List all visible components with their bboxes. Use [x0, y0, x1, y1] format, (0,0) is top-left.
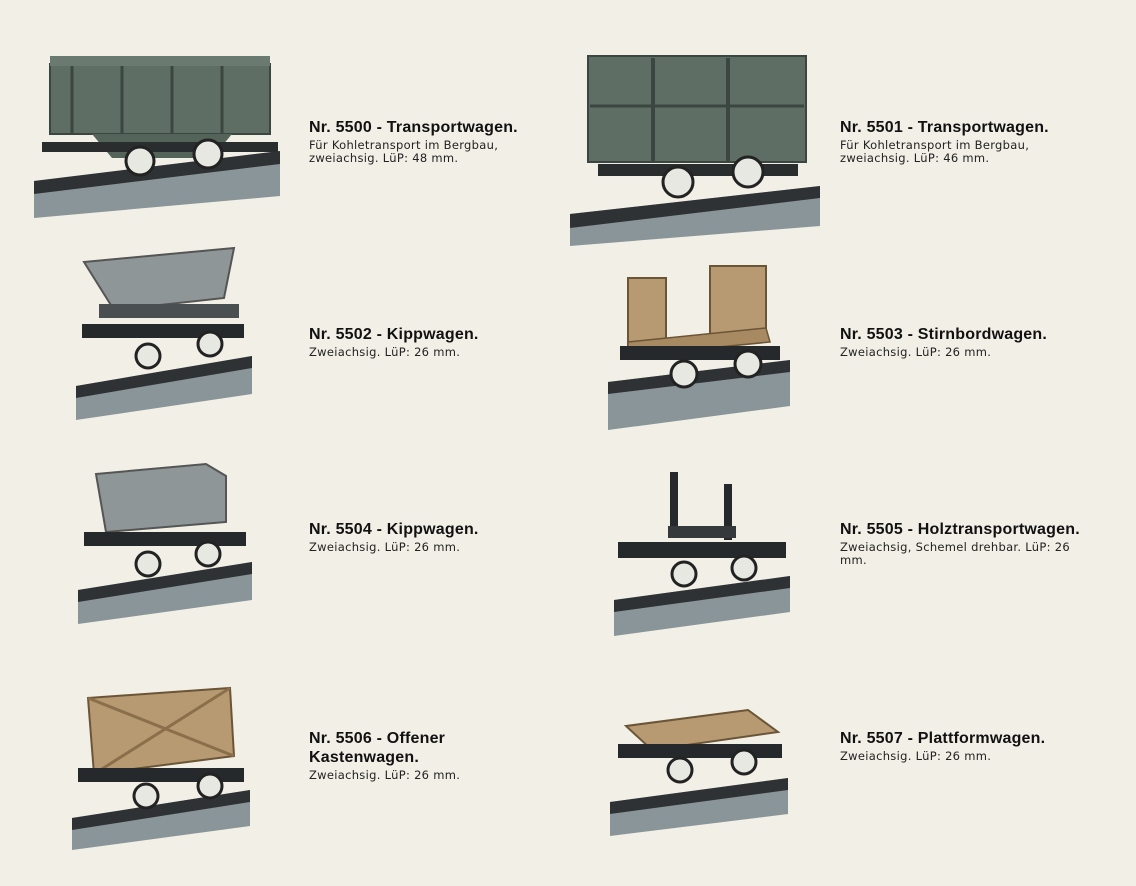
illustration-5507: [608, 706, 790, 836]
item-title: Nr. 5505 - Holztransportwagen.: [840, 521, 1080, 538]
illustration-5506: [70, 686, 252, 850]
item-title: Nr. 5506 - Offener Kastenwagen.: [309, 730, 446, 766]
illustration-5505: [612, 470, 792, 636]
item-description: Zweiachsig. LüP: 26 mm.: [309, 345, 461, 359]
illustration-5500: [32, 46, 284, 218]
item-description: Zweiachsig. LüP: 26 mm.: [840, 345, 992, 359]
item-title: Nr. 5501 - Transportwagen.: [840, 119, 1049, 136]
item-5502-text: Nr. 5502 - Kippwagen. Zweiachsig. LüP: 2…: [309, 325, 554, 359]
item-title: Nr. 5500 - Transportwagen.: [309, 119, 518, 136]
item-5500-text: Nr. 5500 - Transportwagen. Für Kohletran…: [309, 118, 554, 165]
illustration-5502: [74, 244, 254, 420]
item-5503-text: Nr. 5503 - Stirnbordwagen. Zweiachsig. L…: [840, 325, 1085, 359]
item-title: Nr. 5504 - Kippwagen.: [309, 521, 479, 538]
item-description: Für Kohletransport im Bergbau, zweiachsi…: [840, 138, 1030, 165]
item-description: Zweiachsig. LüP: 26 mm.: [309, 768, 461, 782]
item-description: Zweiachsig, Schemel drehbar. LüP: 26 mm.: [840, 540, 1070, 567]
illustration-5501: [568, 46, 824, 246]
item-5506-text: Nr. 5506 - Offener Kastenwagen. Zweiachs…: [309, 729, 554, 782]
item-5505-text: Nr. 5505 - Holztransportwagen. Zweiachsi…: [840, 520, 1085, 567]
item-5504-text: Nr. 5504 - Kippwagen. Zweiachsig. LüP: 2…: [309, 520, 554, 554]
item-description: Zweiachsig. LüP: 26 mm.: [309, 540, 461, 554]
item-description: Zweiachsig. LüP: 26 mm.: [840, 749, 992, 763]
item-5507-text: Nr. 5507 - Plattformwagen. Zweiachsig. L…: [840, 729, 1085, 763]
item-title: Nr. 5503 - Stirnbordwagen.: [840, 326, 1048, 343]
item-description: Für Kohletransport im Bergbau, zweiachsi…: [309, 138, 499, 165]
item-title: Nr. 5502 - Kippwagen.: [309, 326, 479, 343]
illustration-5503: [606, 264, 792, 434]
item-5501-text: Nr. 5501 - Transportwagen. Für Kohletran…: [840, 118, 1085, 165]
item-title: Nr. 5507 - Plattformwagen.: [840, 730, 1046, 747]
illustration-5504: [76, 460, 254, 624]
